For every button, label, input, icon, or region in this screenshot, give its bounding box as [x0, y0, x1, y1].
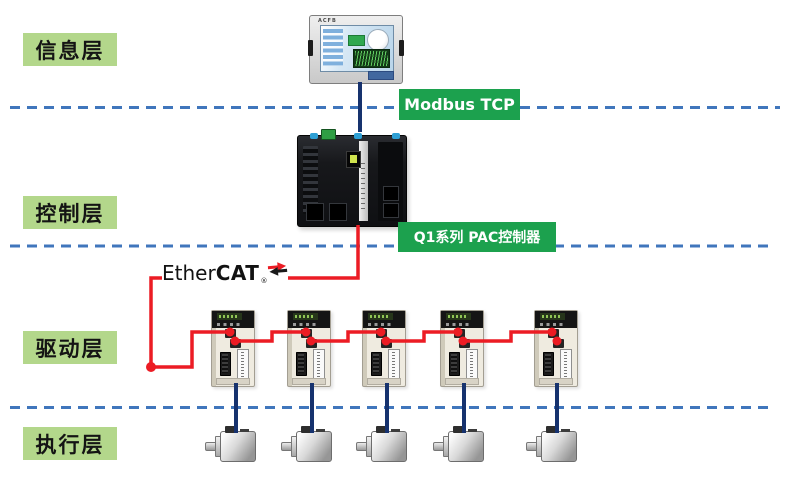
- ethercat-node-dot: [230, 336, 240, 346]
- ethercat-bus-segment-4-5: [463, 330, 552, 343]
- servo-motor-5: [526, 426, 577, 462]
- drive-power-connector: [543, 352, 554, 376]
- controller-status-display: [346, 151, 361, 168]
- drive-base: [367, 378, 401, 385]
- drive-base: [216, 378, 250, 385]
- ethercat-bus-segment-2-3: [311, 330, 381, 343]
- ethercat-logo-text-bold: CAT: [215, 261, 260, 285]
- drive-lcd: [217, 313, 242, 320]
- controller-thumbscrew: [354, 133, 362, 139]
- layer-label-execution: 执行层: [23, 427, 117, 460]
- controller-ethernet-port: [329, 203, 347, 221]
- drive-lcd: [368, 313, 393, 320]
- servo-drive-3: [362, 310, 406, 387]
- ethercat-node-dot: [306, 336, 316, 346]
- servo-motor-3: [356, 426, 407, 462]
- drive-base: [292, 378, 326, 385]
- drive-power-connector: [449, 352, 460, 376]
- ethercat-node-dot: [225, 327, 235, 337]
- drive-io-connector: [237, 349, 249, 381]
- drive-power-connector: [296, 352, 307, 376]
- servo-motor-2: [281, 426, 332, 462]
- hmi-mount-clip-right: [399, 40, 404, 56]
- servo-motor-4: [433, 426, 484, 462]
- ethercat-node-dot: [376, 327, 386, 337]
- drive-lcd: [446, 313, 471, 320]
- ethercat-node-dot: [458, 336, 468, 346]
- drive-lcd: [540, 313, 565, 320]
- ethercat-bus-trunk: [149, 225, 360, 369]
- motor-body: [541, 431, 577, 462]
- controller-ethernet-port: [306, 203, 324, 221]
- ethercat-node-dot: [301, 327, 311, 337]
- drive-keys: [446, 323, 472, 326]
- motor-connector: [376, 426, 389, 433]
- pac-controller-badge: Q1系列 PAC控制器: [398, 222, 556, 252]
- hmi-screen-field-list: [323, 29, 343, 66]
- hmi-mount-clip-left: [308, 40, 313, 56]
- ethercat-node-dot: [547, 327, 557, 337]
- hmi-bottom-label: [368, 71, 394, 80]
- motor-connector: [301, 426, 314, 433]
- motor-connector: [546, 426, 559, 433]
- motor-connector: [225, 426, 238, 433]
- drive-keys: [217, 323, 243, 326]
- drive-front-panel: [535, 311, 577, 328]
- drive-front-panel: [363, 311, 405, 328]
- servo-drive-2: [287, 310, 331, 387]
- layer-label-drive: 驱动层: [23, 331, 117, 364]
- controller-io-module: [378, 142, 403, 221]
- registered-mark: ®: [260, 277, 268, 285]
- hmi-screen-trend-chart: [353, 49, 390, 68]
- drive-keys: [368, 323, 394, 326]
- drive-front-panel: [441, 311, 483, 328]
- hmi-screen: [320, 25, 394, 72]
- layer-label-control: 控制层: [23, 196, 117, 229]
- ethercat-bus-segment-1-2: [235, 330, 306, 343]
- motor-body: [448, 431, 484, 462]
- controller-thumbscrew: [310, 133, 318, 139]
- ethercat-node-dot: [453, 327, 463, 337]
- controller-thumbscrew: [392, 133, 400, 139]
- ethercat-node-dot: [381, 336, 391, 346]
- drive-io-connector: [466, 349, 478, 381]
- drive-power-connector: [220, 352, 231, 376]
- ethercat-bus-segment-3-4: [386, 330, 458, 343]
- pac-controller: [297, 129, 407, 227]
- drive-power-connector: [371, 352, 382, 376]
- controller-led-strip: [359, 141, 368, 221]
- ethercat-logo-text: Ether: [162, 261, 216, 285]
- ethercat-arrow-icon: [268, 261, 288, 276]
- hmi-screen-green-button: [348, 35, 365, 46]
- servo-drive-5: [534, 310, 578, 387]
- ethercat-node-dot: [146, 362, 156, 372]
- modbus-tcp-badge: Modbus TCP: [399, 89, 520, 120]
- drive-front-panel: [288, 311, 330, 328]
- drive-lcd: [293, 313, 318, 320]
- ethercat-node-dot: [552, 336, 562, 346]
- controller-vent-slots: [303, 146, 318, 214]
- drive-io-connector: [388, 349, 400, 381]
- hmi-brand-text: ACFB: [318, 18, 337, 24]
- drive-keys: [293, 323, 319, 326]
- drive-front-panel: [212, 311, 254, 328]
- layer-label-information: 信息层: [23, 33, 117, 66]
- drive-keys: [540, 323, 566, 326]
- hmi-touch-panel: ACFB: [308, 15, 404, 84]
- motor-connector: [453, 426, 466, 433]
- controller-terminal-block: [321, 129, 336, 140]
